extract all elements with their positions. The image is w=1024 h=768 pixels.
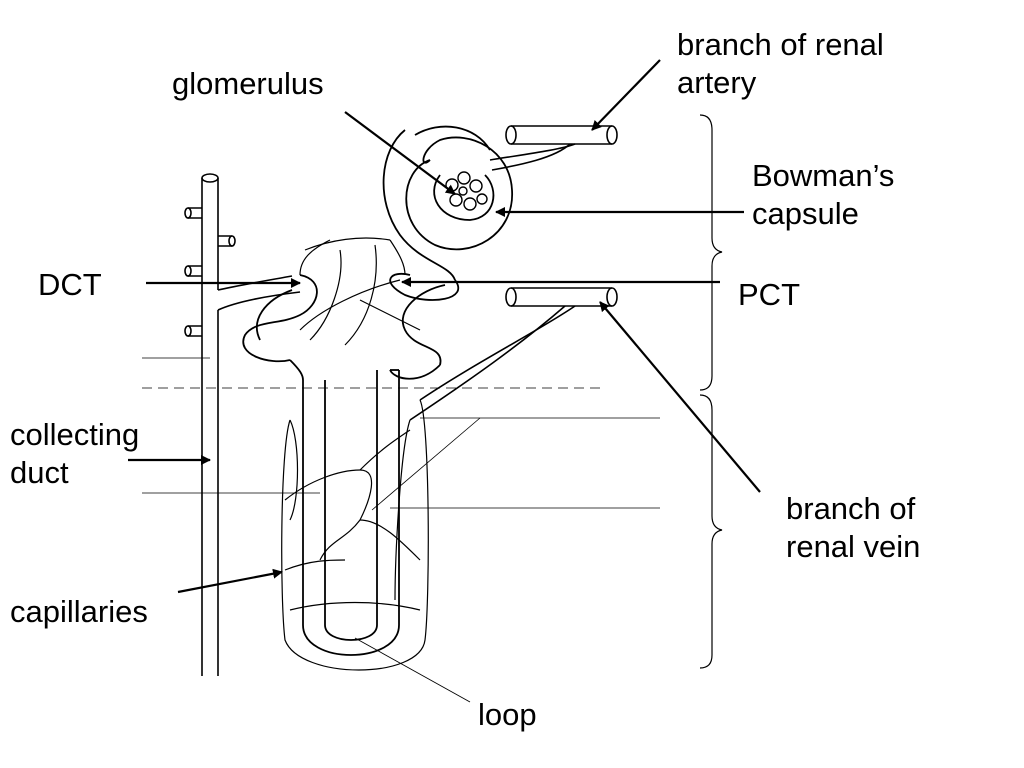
dct-label: DCT xyxy=(38,267,102,302)
label-pointers xyxy=(128,59,761,594)
renal-artery-label: branch of renal artery xyxy=(677,26,884,102)
glomerulus-label: glomerulus xyxy=(172,66,324,101)
renal-artery-label-line2: artery xyxy=(677,65,757,100)
nephron-tubules xyxy=(242,273,459,656)
renal-artery-label-line1: branch of renal xyxy=(677,27,884,62)
zone-reference-lines xyxy=(142,357,660,511)
renal-artery-tube xyxy=(489,125,618,171)
zone-braces xyxy=(699,114,723,669)
collecting-duct-label-line2: duct xyxy=(10,455,69,490)
glomerulus-pointer xyxy=(344,111,456,195)
renal-vein-label-line1: branch of xyxy=(786,491,916,526)
capillaries-label: capillaries xyxy=(10,594,148,629)
loop-label: loop xyxy=(478,697,537,732)
renal-vein-label: branch of renal vein xyxy=(786,490,920,566)
bowmans-capsule-label: Bowman’s capsule xyxy=(752,157,894,233)
capillaries-pointer xyxy=(177,568,283,594)
bowmans-capsule-label-line1: Bowman’s xyxy=(752,158,895,193)
bowmans-capsule-shape xyxy=(382,125,513,281)
collecting-duct-label: collecting duct xyxy=(10,416,139,492)
renal-vein-label-line2: renal vein xyxy=(786,529,921,564)
renal-vein-pointer xyxy=(599,301,761,493)
pct-label: PCT xyxy=(738,277,800,312)
collecting-duct-label-line1: collecting xyxy=(10,417,140,452)
renal-artery-pointer xyxy=(591,59,661,131)
capillary-network xyxy=(281,237,429,671)
renal-vein-tube xyxy=(409,287,618,421)
loop-pointer xyxy=(354,637,471,703)
bowmans-capsule-label-line2: capsule xyxy=(752,196,859,231)
